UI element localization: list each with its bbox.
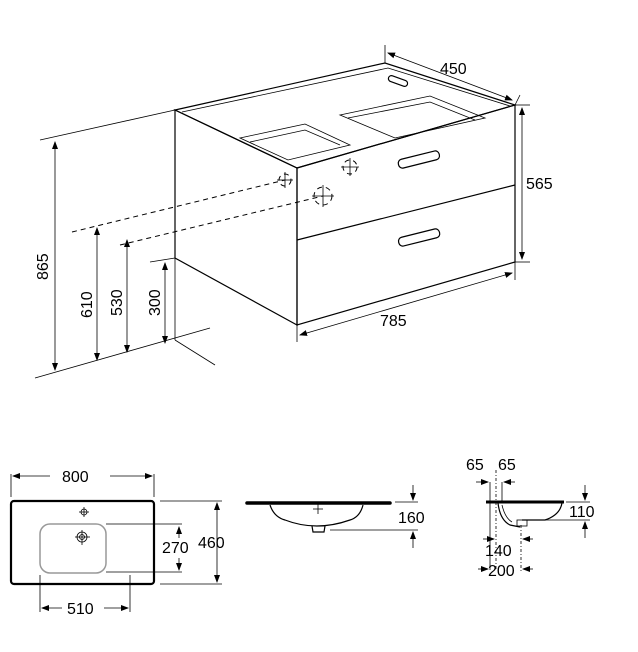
dim-rim-left: 65 <box>466 457 484 474</box>
basin-top-view: 800 460 270 510 <box>9 469 225 618</box>
drawer-handle-top-icon <box>397 150 441 169</box>
dim-rim-right: 65 <box>498 457 516 474</box>
dim-total-depth: 200 <box>488 563 515 580</box>
cabinet-front <box>296 104 516 326</box>
dim-bowl-width: 510 <box>67 601 94 618</box>
dim-bowl-depth: 270 <box>162 540 189 557</box>
dim-depth: 450 <box>440 61 467 78</box>
basin-left <box>238 123 352 161</box>
dim-base-300: 300 <box>147 289 164 316</box>
basin-side-view: 65 65 110 140 200 <box>466 457 595 580</box>
dim-pipe-610: 610 <box>79 291 96 318</box>
basin-front-view: 160 <box>245 485 425 548</box>
dim-pipe-530: 530 <box>109 289 126 316</box>
dim-front-height: 160 <box>398 510 425 527</box>
top-handle-icon <box>387 75 409 87</box>
dim-width: 785 <box>380 313 407 330</box>
cabinet-view: 450 565 785 865 610 530 300 <box>34 45 553 379</box>
dim-total-height: 865 <box>35 253 52 280</box>
basin-right <box>338 95 487 139</box>
dim-drain-offset: 140 <box>485 543 512 560</box>
dim-basin-depth: 460 <box>198 535 225 552</box>
dim-height: 565 <box>526 176 553 193</box>
drawer-handle-bottom-icon <box>397 228 441 247</box>
dim-basin-width: 800 <box>62 469 89 486</box>
drawer-divider <box>296 184 516 241</box>
pipe-outlet-icon <box>277 158 359 207</box>
dim-bowl-height: 110 <box>569 504 595 521</box>
